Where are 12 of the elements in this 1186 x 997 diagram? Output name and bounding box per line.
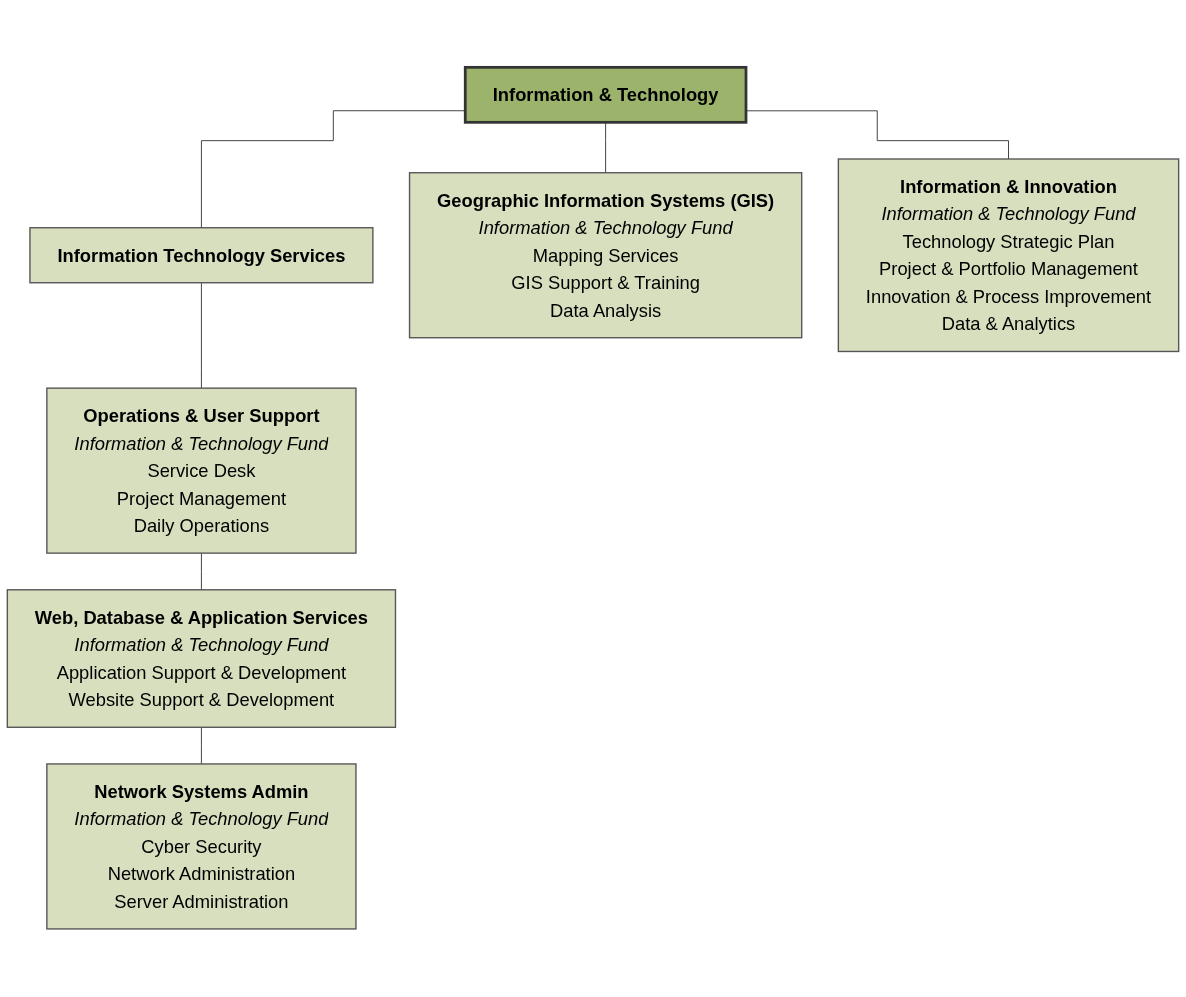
connector xyxy=(200,282,202,389)
node-box: Geographic Information Systems (GIS) Information & Technology Fund Mapping Services GIS Support & Training Data Analysis xyxy=(408,172,803,339)
node-box: Network Systems Admin Information & Technology Fund Cyber Security Network Administration Server Administration xyxy=(46,763,357,930)
node-box: Information Technology Services xyxy=(29,227,374,284)
node-box: Information & Technology xyxy=(463,66,748,125)
node-box: Operations & User Support Information & Technology Fund Service Desk Project Management Daily Operations xyxy=(46,387,357,555)
connector xyxy=(200,110,466,229)
node-box: Information & Innovation Information & Technology Fund Technology Strategic Plan Project & Portfolio Management Innovation & Process Improvement Data & Analytics xyxy=(837,158,1180,353)
connector xyxy=(605,122,607,174)
connector xyxy=(200,727,202,765)
node-box: Web, Database & Application Services Information & Technology Fund Application Support & Development Website Support & Development xyxy=(6,589,397,729)
connector xyxy=(200,553,202,591)
